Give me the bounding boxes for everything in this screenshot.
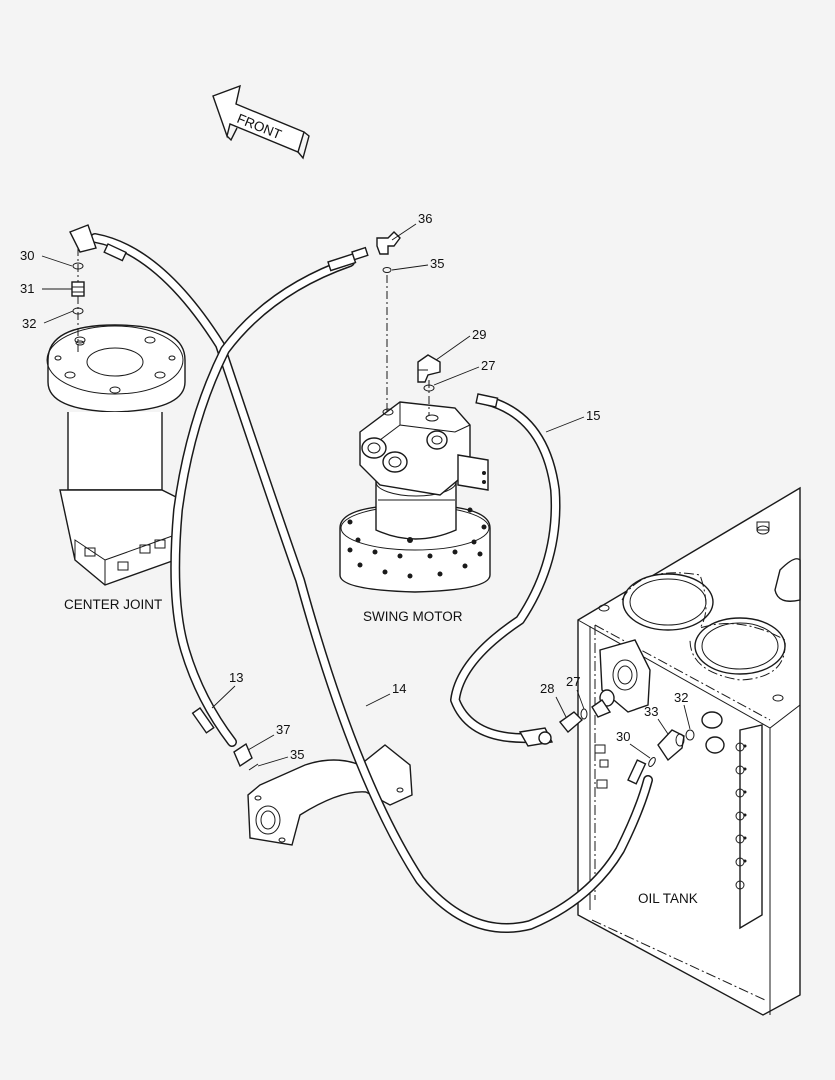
callout-28: 28 [540,681,554,696]
callout-15: 15 [586,408,600,423]
callout-13: 13 [229,670,243,685]
fitting-31 [71,281,85,297]
center-joint: CENTER JOINT [46,232,186,612]
hose-14 [69,224,653,933]
elbow-29 [417,354,441,383]
hose-15 [450,393,561,747]
center-joint-label: CENTER JOINT [64,597,162,612]
oil-tank: OIL TANK [577,486,801,1016]
callout-31: 31 [20,281,34,296]
callout-32-left: 32 [22,316,36,331]
fitting-28 [558,711,584,734]
callout-27-bottom: 27 [566,674,580,689]
callout-27-top: 27 [481,358,495,373]
fitting-33 [657,729,685,762]
elbow-36 [376,231,401,255]
callout-32-right: 32 [674,690,688,705]
callout-35-bottom: 35 [290,747,304,762]
oil-tank-label: OIL TANK [638,891,698,906]
callout-37: 37 [276,722,290,737]
front-arrow: FRONT [212,84,310,160]
callout-14: 14 [392,681,406,696]
fitting-37 [233,742,253,768]
callout-35-top: 35 [430,256,444,271]
swing-motor: SWING MOTOR [339,401,491,624]
callout-29: 29 [472,327,486,342]
callout-36: 36 [418,211,432,226]
hose-13 [170,246,369,747]
callout-33: 33 [644,704,658,719]
swing-motor-label: SWING MOTOR [363,609,463,624]
callout-30-left: 30 [20,248,34,263]
callout-30-right: 30 [616,729,630,744]
callouts: 36 35 30 31 32 29 27 15 13 14 37 35 28 2… [20,211,691,767]
